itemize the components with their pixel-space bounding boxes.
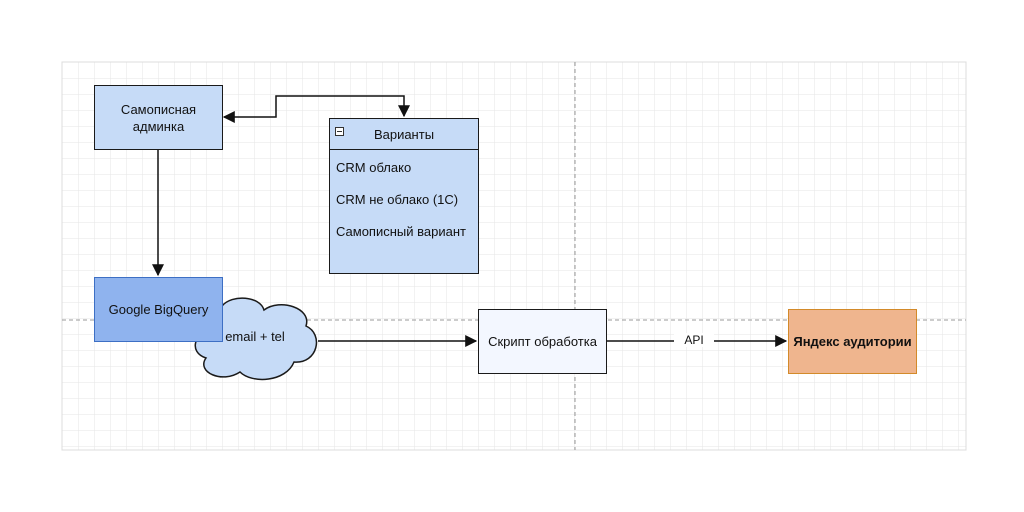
variant-item[interactable]: CRM не облако (1С) (336, 191, 459, 207)
variants-container[interactable]: Варианты CRM облако CRM не облако (1С) С… (329, 118, 479, 274)
edge-variants-admin (222, 95, 410, 123)
cloud-shape (194, 297, 318, 381)
cloud-node-label: email + tel (225, 329, 285, 344)
variants-header: Варианты (330, 119, 478, 150)
admin-node-label: Самописная админка (120, 101, 197, 134)
yandex-node-label: Яндекс аудитории (793, 334, 912, 349)
yandex-node[interactable]: Яндекс аудитории (788, 309, 917, 374)
variants-title: Варианты (373, 126, 435, 142)
admin-node[interactable]: Самописная админка (94, 85, 223, 150)
variant-item[interactable]: CRM облако (336, 159, 412, 175)
bigquery-node-label: Google BigQuery (108, 302, 209, 317)
collapse-icon[interactable] (335, 127, 344, 136)
bigquery-node[interactable]: Google BigQuery (94, 277, 223, 342)
variant-item[interactable]: Самописный вариант (336, 223, 466, 239)
script-node-label: Скрипт обработка (488, 334, 597, 349)
api-edge-label: API (674, 333, 714, 347)
script-node[interactable]: Скрипт обработка (478, 309, 607, 374)
